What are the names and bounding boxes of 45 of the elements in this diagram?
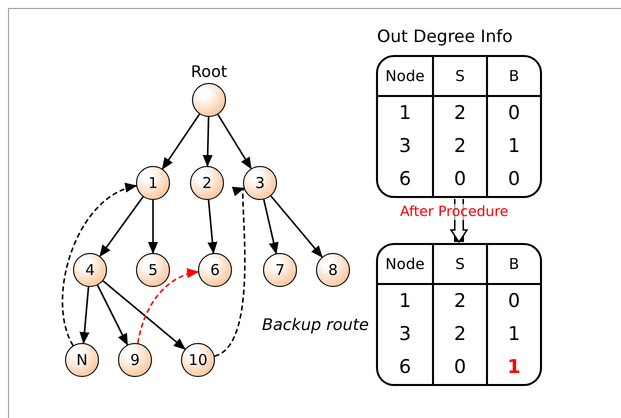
table-value: 2 [454, 134, 466, 160]
table-value: 3 [398, 322, 412, 348]
table-header: Node [385, 254, 425, 275]
table-value: 0 [454, 355, 466, 380]
table-frame [376, 243, 542, 386]
table-value: 0 [454, 167, 466, 192]
annotation-text: Backup route [262, 314, 369, 336]
table-value: 0 [508, 167, 520, 192]
table-value: 0 [508, 289, 520, 314]
arrow [162, 114, 200, 170]
arrow [263, 199, 279, 254]
arrow [99, 196, 144, 258]
arrow [80, 286, 90, 344]
table-value: 3 [398, 134, 412, 160]
dashed-arrow [62, 184, 138, 346]
table-value: 1 [507, 355, 521, 380]
dashed-arrow [214, 187, 246, 357]
table-value: 1 [508, 322, 520, 348]
table-header: S [455, 254, 465, 275]
table-frame [376, 55, 542, 198]
table-header: B [508, 66, 520, 87]
table-header: Node [385, 66, 425, 87]
table-title: Out Degree Info [377, 26, 513, 49]
table-value: 2 [454, 101, 466, 126]
table-value: 1 [398, 289, 412, 314]
block-arrow [450, 199, 468, 243]
arrow [270, 196, 323, 258]
arrow [148, 200, 158, 254]
arrow [202, 116, 213, 167]
table-value: 2 [454, 289, 466, 314]
arrow [96, 284, 128, 346]
table-header: B [508, 254, 520, 275]
dashed-arrow [137, 268, 200, 344]
table-value: 0 [508, 101, 520, 126]
table-value: 2 [454, 322, 466, 348]
edge-label: After Procedure [400, 204, 508, 220]
arrow [102, 280, 186, 350]
table-header: S [455, 66, 465, 87]
arrow [207, 200, 218, 254]
arrow [217, 114, 252, 170]
table-value: 6 [398, 355, 412, 380]
node-label: Root [190, 63, 228, 81]
table-value: 1 [508, 134, 520, 160]
table-value: 6 [398, 167, 412, 192]
table-value: 1 [398, 101, 412, 126]
